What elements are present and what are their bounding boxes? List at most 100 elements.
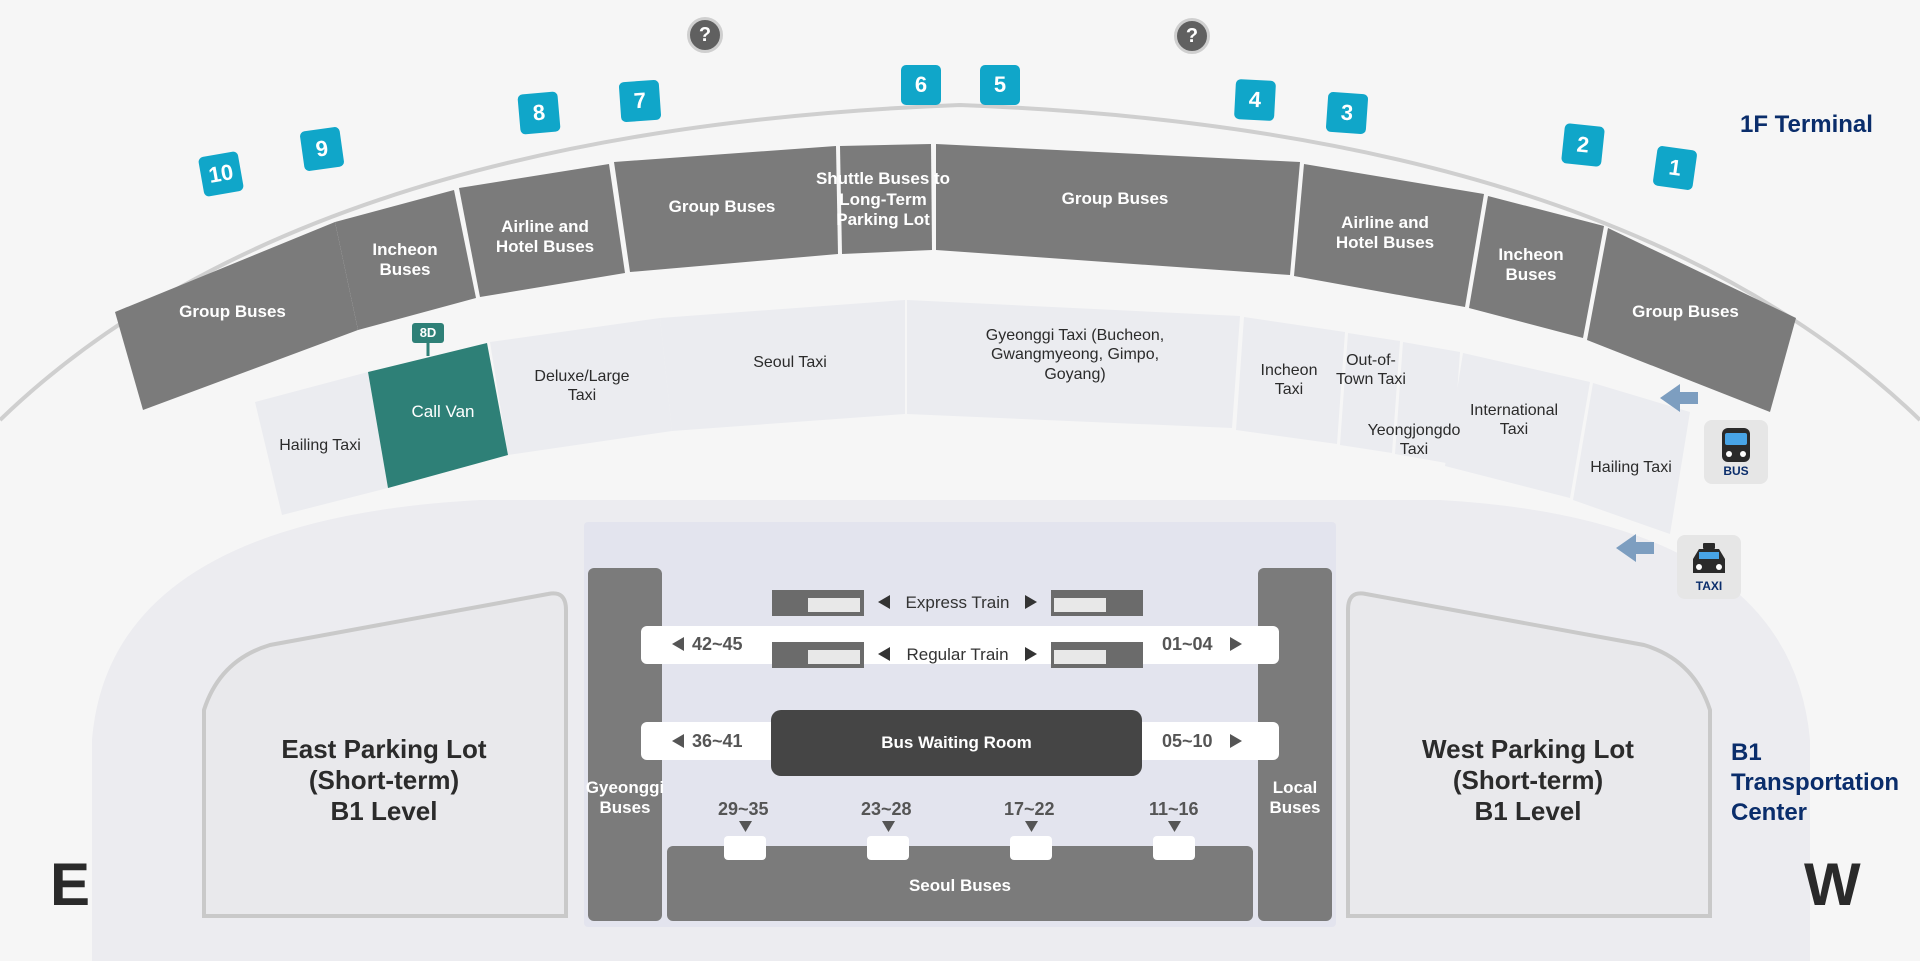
- range-29-35: 29~35: [718, 799, 769, 819]
- taxi-zone-gyeonggi-label[interactable]: Gyeonggi Taxi (Bucheon, Gwangmyeong, Gim…: [985, 327, 1165, 383]
- bus-direction-arrow: [1660, 384, 1698, 412]
- bus-zone-incheon-west: [1469, 196, 1604, 338]
- range-23-28: 23~28: [861, 799, 912, 819]
- train-arrows: [878, 595, 1037, 661]
- gate-badge-4[interactable]: 4: [1233, 78, 1277, 122]
- bus-zone-shuttle-label[interactable]: Shuttle Buses to Long-Term Parking Lot: [815, 169, 951, 230]
- range-05-10: 05~10: [1162, 731, 1213, 751]
- range-01-04: 01~04: [1162, 634, 1213, 654]
- bus-zone-group-mid-east-label[interactable]: Group Buses: [668, 196, 776, 216]
- seoul-bus-bays: [724, 836, 1195, 860]
- taxi-legend-label: TAXI: [1695, 579, 1723, 593]
- bus-zone-incheon-east-label[interactable]: Incheon Buses: [372, 239, 438, 279]
- call-van-tag: 8D: [419, 325, 437, 341]
- taxi-zone-out-of-town: [1340, 333, 1400, 453]
- gate-badge-6[interactable]: 6: [901, 65, 941, 105]
- gate-badge-9[interactable]: 9: [299, 126, 345, 172]
- taxi-zone-hailing-east-label[interactable]: Hailing Taxi: [279, 437, 361, 455]
- taxi-zone-call-van: [368, 343, 508, 488]
- express-train-label[interactable]: Express Train: [905, 592, 1010, 612]
- taxi-zone-yeongjongdo-label[interactable]: Yeongjongdo Taxi: [1367, 421, 1461, 458]
- bus-zone-airline-west: [1294, 164, 1484, 307]
- taxi-direction-arrow: [1616, 534, 1654, 562]
- range-arrows: [672, 637, 1242, 832]
- regular-train-label[interactable]: Regular Train: [906, 644, 1009, 664]
- gate-badge-3[interactable]: 3: [1325, 91, 1369, 135]
- taxi-zone-yeongjongdo: [1395, 342, 1460, 464]
- gate-badge-2[interactable]: 2: [1561, 123, 1605, 167]
- taxi-zone-hailing-west-label[interactable]: Hailing Taxi: [1590, 459, 1672, 477]
- terminal-label: 1F Terminal: [1740, 111, 1873, 138]
- call-van-tag-box: [412, 323, 444, 343]
- gate-badge-8[interactable]: 8: [517, 91, 561, 135]
- range-11-16: 11~16: [1149, 799, 1199, 819]
- east-parking-line: B1 Level: [330, 796, 438, 827]
- gate-badge-5[interactable]: 5: [980, 65, 1020, 105]
- range-36-41: 36~41: [692, 731, 743, 751]
- west-parking-shape: [1346, 591, 1712, 918]
- bus-zone-group-mid-east: [614, 146, 838, 272]
- bus-legend[interactable]: BUS: [1704, 420, 1768, 484]
- taxi-zone-international-label[interactable]: International Taxi: [1469, 401, 1559, 438]
- bus-zone-group-west-label[interactable]: Group Buses: [1632, 301, 1739, 321]
- bus-zone-band: [115, 144, 1796, 412]
- help-icon[interactable]: ?: [1174, 18, 1210, 54]
- west-parking-line: B1 Level: [1474, 796, 1582, 827]
- west-parking-label[interactable]: West Parking Lot (Short-term) B1 Level: [1388, 734, 1668, 828]
- gate-badge-10[interactable]: 10: [197, 150, 245, 198]
- bus-zone-incheon-east: [335, 190, 476, 330]
- taxi-zone-incheon-label[interactable]: Incheon Taxi: [1260, 361, 1318, 398]
- taxi-zone-gyeonggi: [907, 300, 1240, 428]
- bus-icon: [1722, 428, 1750, 462]
- bus-zone-airline-east-label[interactable]: Airline and Hotel Buses: [495, 216, 595, 256]
- taxi-zone-band: [255, 300, 1690, 534]
- taxi-zone-call-van-label[interactable]: Call Van: [411, 401, 475, 421]
- bus-waiting-room-label[interactable]: Bus Waiting Room: [881, 732, 1032, 752]
- local-buses-label[interactable]: Local Buses: [1269, 777, 1321, 817]
- taxi-zone-hailing-west: [1573, 383, 1690, 534]
- taxi-icon: [1693, 543, 1725, 573]
- range-42-45: 42~45: [692, 634, 743, 654]
- taxi-zone-hailing-east: [255, 372, 388, 515]
- gyeonggi-buses-label[interactable]: Gyeonggi Buses: [585, 777, 665, 817]
- seoul-buses-label[interactable]: Seoul Buses: [908, 875, 1012, 895]
- bus-zone-shuttle: [840, 144, 932, 254]
- east-parking-line: (Short-term): [308, 765, 460, 796]
- transportation-center-label: B1 Transportation Center: [1731, 738, 1899, 828]
- bus-zone-airline-west-label[interactable]: Airline and Hotel Buses: [1335, 212, 1435, 252]
- gate-badge-1[interactable]: 1: [1652, 145, 1698, 191]
- center-label-line: B1: [1731, 739, 1762, 766]
- bus-zone-incheon-west-label[interactable]: Incheon Buses: [1498, 244, 1564, 284]
- east-parking-shape: [202, 591, 568, 918]
- taxi-zone-international: [1445, 353, 1590, 498]
- west-parking-line: West Parking Lot: [1422, 734, 1634, 764]
- west-parking-line: (Short-term): [1452, 765, 1604, 796]
- bus-zone-group-mid-west-label[interactable]: Group Buses: [1061, 188, 1169, 208]
- bus-waiting-room-box: [771, 710, 1142, 776]
- center-label-line: Transportation: [1731, 769, 1900, 796]
- bus-zone-group-east: [115, 222, 358, 410]
- range-17-22: 17~22: [1004, 799, 1055, 819]
- compass-east: E: [50, 851, 91, 918]
- east-parking-label[interactable]: East Parking Lot (Short-term) B1 Level: [244, 734, 524, 828]
- taxi-zone-seoul: [660, 300, 905, 431]
- gate-badge-7[interactable]: 7: [618, 79, 662, 123]
- train-platforms: [772, 590, 1143, 668]
- bus-zone-group-mid-west: [936, 144, 1300, 275]
- help-icon[interactable]: ?: [687, 17, 723, 53]
- east-parking-line: East Parking Lot: [281, 734, 487, 764]
- terminal-arc: [0, 102, 1920, 422]
- bus-legend-label: BUS: [1723, 464, 1749, 478]
- center-label-line: Center: [1731, 799, 1808, 826]
- bus-zone-group-east-label[interactable]: Group Buses: [179, 301, 286, 321]
- bus-zone-airline-east: [459, 164, 625, 297]
- compass-west: W: [1804, 851, 1861, 918]
- taxi-zone-seoul-label[interactable]: Seoul Taxi: [753, 354, 827, 372]
- taxi-zone-deluxe-label[interactable]: Deluxe/Large Taxi: [534, 367, 630, 404]
- taxi-legend[interactable]: TAXI: [1677, 535, 1741, 599]
- taxi-zone-deluxe: [490, 318, 672, 455]
- bus-zone-group-west: [1587, 228, 1796, 412]
- taxi-zone-out-of-town-label[interactable]: Out-of-Town Taxi: [1336, 351, 1406, 388]
